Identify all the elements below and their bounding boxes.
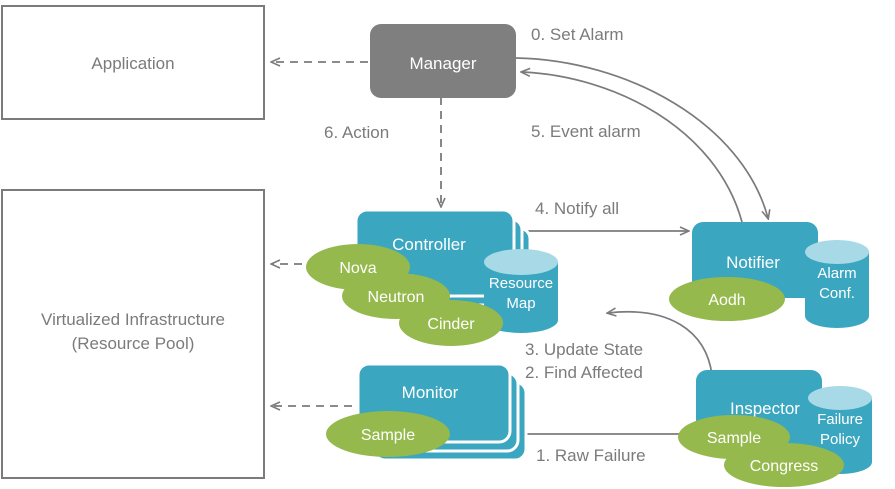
inspector-label: Inspector [730, 399, 800, 418]
alarm-conf-cylinder[interactable]: Alarm Conf. [805, 240, 869, 328]
alarm-conf-label-line2: Conf. [819, 285, 855, 302]
resource-map-cylinder[interactable]: Resource Map [484, 249, 558, 333]
flow-label-step-3: 3. Update State [525, 340, 643, 359]
inspector-pill-sample-label: Sample [707, 430, 761, 447]
alarm-conf-label-line1: Alarm [817, 265, 856, 282]
resource-map-label-line1: Resource [489, 275, 553, 292]
connector-set-alarm [515, 57, 768, 218]
notifier-pill-aodh-label: Aodh [708, 292, 745, 309]
monitor-pill-sample[interactable]: Sample [326, 411, 450, 457]
virtualized-infrastructure-label-line2: (Resource Pool) [72, 334, 195, 353]
virtualized-infrastructure-box: Virtualized Infrastructure (Resource Poo… [1, 189, 265, 479]
manager-node[interactable]: Manager [370, 24, 516, 98]
monitor-pill-sample-label: Sample [361, 427, 415, 444]
monitor-label: Monitor [402, 383, 459, 402]
virtualized-infrastructure-label-line1: Virtualized Infrastructure [41, 310, 225, 329]
application-box-label: Application [91, 54, 174, 73]
notifier-label: Notifier [726, 253, 780, 272]
controller-pill-cinder[interactable]: Cinder [399, 300, 503, 346]
controller-pill-nova-label: Nova [339, 260, 376, 277]
flow-label-step-6: 6. Action [324, 123, 389, 142]
controller-pill-cinder-label: Cinder [427, 316, 475, 333]
inspector-pill-congress[interactable]: Congress [724, 443, 844, 487]
flow-label-step-5: 5. Event alarm [531, 122, 641, 141]
notifier-pill-aodh[interactable]: Aodh [669, 277, 785, 321]
connector-event-alarm [522, 72, 743, 223]
connector-update-state [608, 312, 713, 376]
flow-label-step-2: 2. Find Affected [525, 363, 643, 382]
inspector-pill-congress-label: Congress [750, 458, 818, 475]
application-box: Application [1, 5, 265, 120]
failure-policy-label-line1: Failure [817, 411, 863, 428]
manager-label: Manager [409, 54, 476, 73]
flow-label-step-4: 4. Notify all [535, 199, 619, 218]
controller-label: Controller [392, 235, 466, 254]
controller-pill-neutron-label: Neutron [368, 289, 425, 306]
flow-label-step-0: 0. Set Alarm [531, 25, 624, 44]
failure-policy-label-line2: Policy [820, 431, 861, 448]
resource-map-label-line2: Map [506, 295, 535, 312]
flow-label-step-1: 1. Raw Failure [536, 446, 646, 465]
